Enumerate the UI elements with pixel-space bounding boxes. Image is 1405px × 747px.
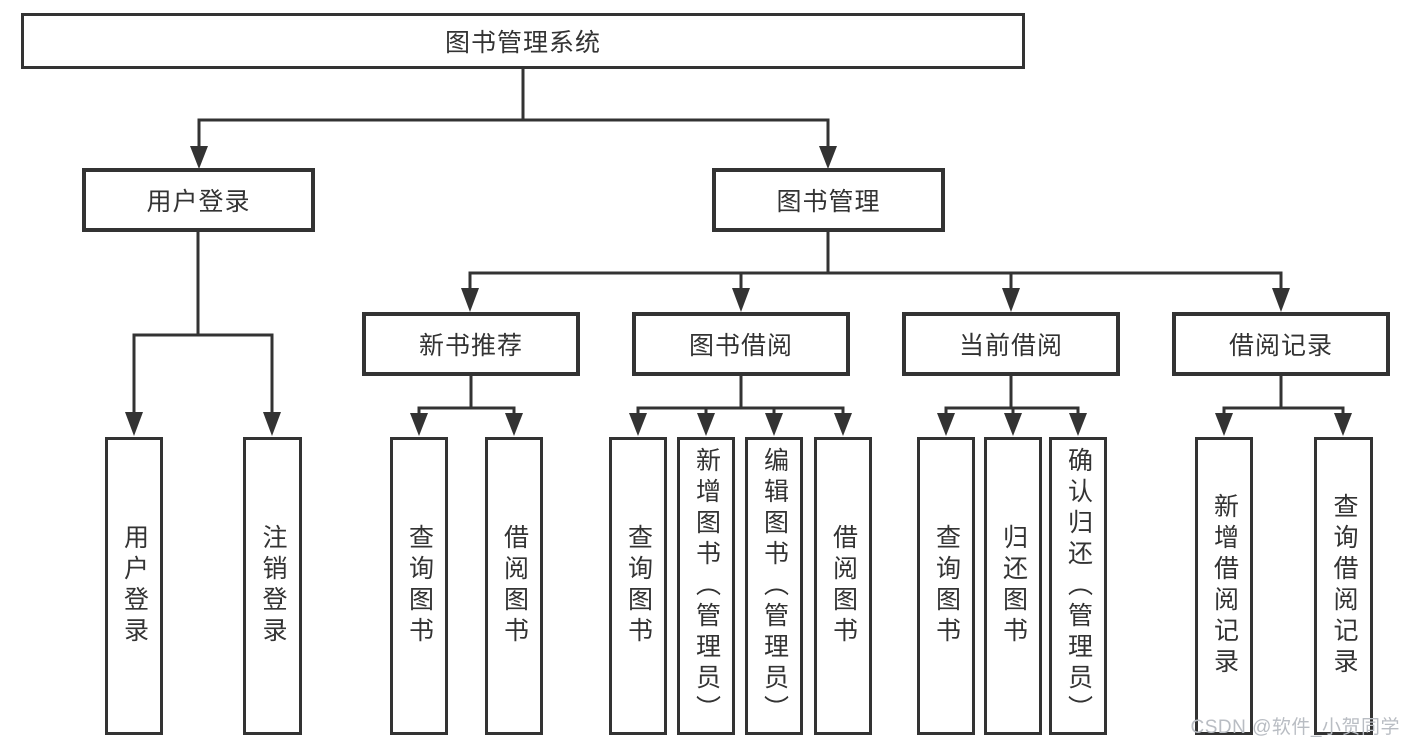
node-label: 新书推荐: [418, 332, 523, 360]
leaf-edit-book-admin: 编辑图书（管理员）: [745, 437, 803, 735]
leaf-query-books-recommend: 查询图书: [390, 437, 448, 735]
node-label: 查询图书: [405, 524, 434, 648]
node-label: 查询图书: [624, 524, 653, 648]
connector-book-management-branch: [461, 230, 1290, 312]
connector-current-borrowing-branch: [937, 375, 1087, 436]
node-label: 借阅图书: [829, 524, 858, 648]
node-label: 查询借阅记录: [1330, 493, 1358, 679]
node-label: 确认归还（管理员）: [1064, 446, 1093, 726]
leaf-return-books: 归还图书: [984, 437, 1042, 735]
leaf-borrow-books-borrowing: 借阅图书: [814, 437, 872, 735]
leaf-user-login: 用户登录: [105, 437, 163, 735]
leaf-confirm-return-admin: 确认归还（管理员）: [1049, 437, 1107, 735]
node-label: 借阅图书: [500, 524, 529, 648]
connector-root-to-level2: [190, 67, 837, 169]
leaf-add-borrow-record: 新增借阅记录: [1195, 437, 1253, 735]
leaf-logout: 注销登录: [243, 437, 302, 735]
node-label: 图书管理: [776, 188, 881, 216]
node-label: 归还图书: [999, 524, 1028, 648]
node-label: 图书借阅: [688, 332, 793, 360]
node-label: 借阅记录: [1228, 332, 1333, 360]
node-label: 查询图书: [932, 524, 961, 648]
node-book-management: 图书管理: [712, 168, 945, 232]
leaf-add-book-admin: 新增图书（管理员）: [677, 437, 735, 735]
node-label: 注销登录: [259, 524, 287, 648]
node-borrowing-records: 借阅记录: [1172, 312, 1390, 376]
node-new-book-recommendation: 新书推荐: [362, 312, 580, 376]
node-label: 新增借阅记录: [1210, 493, 1239, 679]
leaf-query-books-current: 查询图书: [917, 437, 975, 735]
connector-book-borrowing-branch: [629, 375, 852, 436]
node-user-login: 用户登录: [82, 168, 315, 232]
node-label: 新增图书（管理员）: [692, 446, 721, 726]
leaf-query-borrow-record: 查询借阅记录: [1314, 437, 1373, 735]
leaf-query-books-borrowing: 查询图书: [609, 437, 667, 735]
node-current-borrowing: 当前借阅: [902, 312, 1120, 376]
leaf-borrow-books-recommend: 借阅图书: [485, 437, 543, 735]
node-book-borrowing: 图书借阅: [632, 312, 850, 376]
connector-borrowing-records-branch: [1215, 375, 1352, 436]
connector-new-book-branch: [410, 375, 523, 436]
node-label: 编辑图书（管理员）: [760, 446, 789, 726]
node-library-management-system: 图书管理系统: [21, 13, 1025, 69]
node-label: 图书管理系统: [444, 29, 601, 57]
node-label: 当前借阅: [958, 332, 1063, 360]
node-label: 用户登录: [146, 188, 251, 216]
connector-user-login-branch: [125, 230, 281, 436]
watermark: CSDN @软件_小贺同学: [1190, 717, 1400, 738]
node-label: 用户登录: [120, 524, 149, 648]
